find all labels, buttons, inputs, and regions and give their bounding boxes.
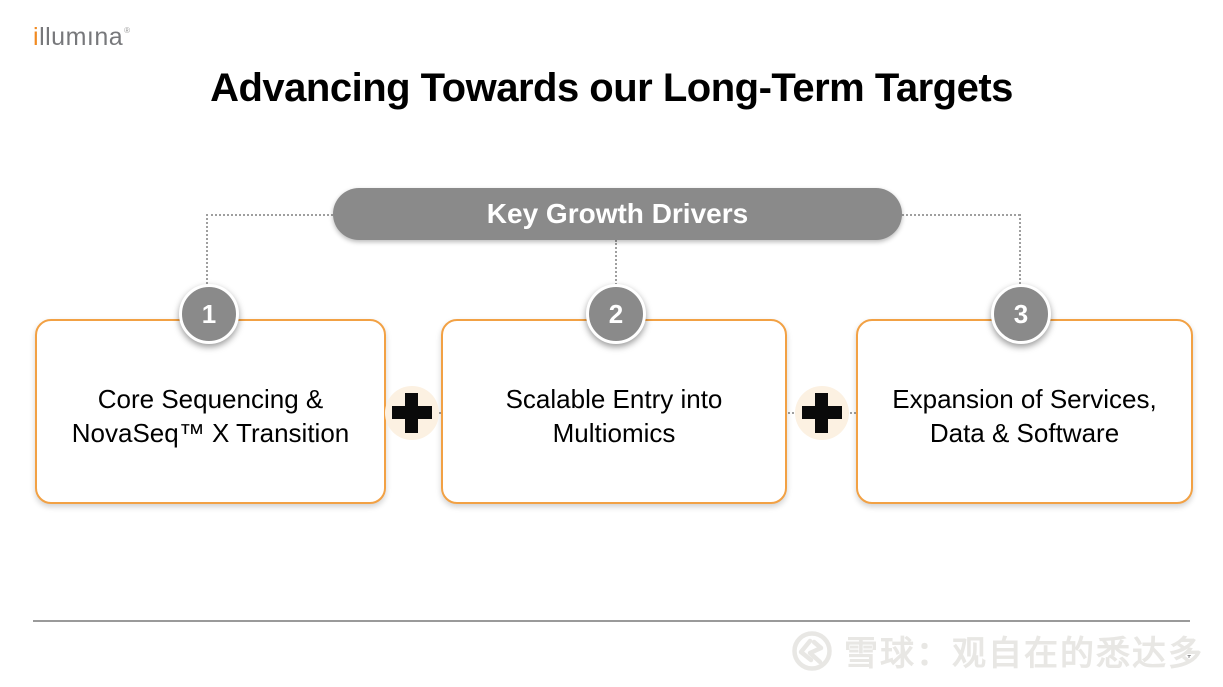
driver-box-1-line-2: NovaSeq™ X Transition <box>71 417 350 448</box>
driver-box-services-data-software: Expansion of Services, Data & Software <box>856 319 1193 504</box>
plus-stub-right-2 <box>847 412 856 414</box>
illumina-logo: illumına® <box>33 16 131 52</box>
driver-number-badge-3: 3 <box>991 284 1051 344</box>
driver-box-2-line-2: Multiomics <box>552 417 676 448</box>
driver-box-multiomics: Scalable Entry into Multiomics <box>441 319 787 504</box>
driver-box-3-line-2: Data & Software <box>929 417 1120 448</box>
page-title: Advancing Towards our Long-Term Targets <box>210 66 1013 110</box>
driver-box-3-line-1: Expansion of Services, <box>892 383 1157 414</box>
plus-icon <box>384 385 440 441</box>
illumina-logo-i: i <box>33 23 40 51</box>
page-number: 4 <box>1184 646 1192 661</box>
connector-left-horizontal <box>206 214 333 216</box>
driver-number-1: 1 <box>201 298 217 329</box>
snowball-logo-icon <box>792 630 832 671</box>
watermark-text: 雪球：观自在的悉达多 <box>844 635 1204 673</box>
connector-right-horizontal <box>902 214 1020 216</box>
driver-box-core-sequencing: Core Sequencing & NovaSeq™ X Transition <box>35 319 386 504</box>
watermark: 雪球：观自在的悉达多 <box>790 626 1204 675</box>
driver-box-2-line-1: Scalable Entry into <box>505 383 723 414</box>
driver-box-1-line-1: Core Sequencing & <box>97 383 324 414</box>
key-growth-drivers-banner: Key Growth Drivers <box>333 188 902 240</box>
footer-divider <box>33 620 1190 622</box>
driver-number-badge-1: 1 <box>179 284 239 344</box>
plus-stub-right-1 <box>436 412 445 414</box>
connector-right-vertical <box>1019 214 1021 284</box>
plus-stub-left-2 <box>785 412 794 414</box>
driver-number-2: 2 <box>608 298 624 329</box>
connector-left-vertical <box>206 214 208 284</box>
key-growth-drivers-label: Key Growth Drivers <box>486 198 749 229</box>
plus-icon <box>794 385 850 441</box>
connector-middle-vertical <box>615 240 617 285</box>
registered-mark: ® <box>124 26 131 35</box>
driver-number-3: 3 <box>1013 298 1029 329</box>
driver-number-badge-2: 2 <box>586 284 646 344</box>
illumina-logo-rest: llumına <box>39 23 124 51</box>
